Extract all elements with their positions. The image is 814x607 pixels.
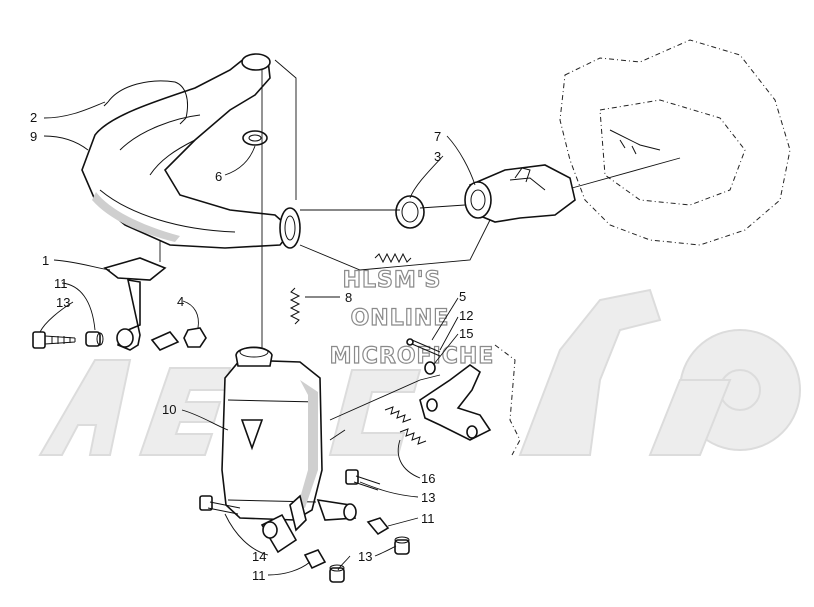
- callout-7: 7: [434, 129, 441, 144]
- washer-part-15: [424, 361, 436, 375]
- online-microfiche-watermark: HLSM'S ONLINE MICROFICHE: [329, 267, 495, 369]
- callout-6: 6: [215, 169, 222, 184]
- spacer-part-11-left: [85, 331, 104, 347]
- callout-16: 16: [421, 471, 435, 486]
- mount-bracket-part-12: [419, 344, 521, 456]
- watermark-line-1: HLSM'S: [343, 268, 442, 293]
- callout-11-left: 11: [54, 276, 68, 291]
- bolt-part-13-lower: [199, 495, 241, 515]
- nut-part-4: [183, 327, 207, 348]
- assembly-guide-lines: [159, 59, 491, 350]
- bracket-guide-lines: [329, 374, 441, 441]
- spacer-part-11-right: [366, 517, 390, 536]
- callout-labels: 2 9 1 11 13 4 6 7 3 8 10 5 12 15 16 13 1…: [30, 110, 473, 583]
- spring-part-8-horizontal: [374, 252, 412, 264]
- callout-5: 5: [459, 289, 466, 304]
- watermark-line-2: ONLINE: [351, 306, 450, 331]
- bolt-part-5: [406, 338, 441, 357]
- bracket-part-1: [103, 257, 167, 351]
- silencer-part-10: [221, 346, 357, 554]
- grommet-part-14-lower: [329, 564, 345, 583]
- callout-1: 1: [42, 253, 49, 268]
- callout-10: 10: [162, 402, 176, 417]
- callout-leaders: [39, 101, 681, 576]
- washer-part-left: [150, 331, 180, 351]
- grommet-part-6: [242, 130, 268, 146]
- bolt-part-13-center: [345, 469, 381, 491]
- bolt-part-13-left: [32, 331, 76, 349]
- callout-8: 8: [345, 290, 352, 305]
- callout-13-lower: 14: [252, 549, 266, 564]
- callout-12: 12: [459, 308, 473, 323]
- brand-logo-watermark: [38, 288, 801, 456]
- callout-13-left: 13: [56, 295, 70, 310]
- callout-3: 3: [434, 149, 441, 164]
- seal-ring-part-3: [395, 195, 425, 229]
- callout-4: 4: [177, 294, 184, 309]
- callout-9: 9: [30, 129, 37, 144]
- engine-outline: [559, 39, 791, 246]
- expansion-chamber-part-9: [81, 53, 301, 249]
- callout-13-right: 13: [421, 490, 435, 505]
- callout-11-right: 11: [421, 511, 435, 526]
- spring-part-8-vertical: [289, 287, 301, 325]
- springs-part-16: [384, 406, 427, 445]
- grommet-part-14-upper: [394, 536, 410, 555]
- callout-14: 13: [358, 549, 372, 564]
- spring-part-2: [103, 80, 189, 125]
- callout-15: 15: [459, 326, 473, 341]
- watermark-line-3: MICROFICHE: [330, 344, 495, 369]
- spacer-part-11-lower: [303, 549, 327, 570]
- callout-11-lower: 11: [252, 568, 266, 583]
- callout-2: 2: [30, 110, 37, 125]
- exhaust-manifold-part-7: [464, 164, 576, 223]
